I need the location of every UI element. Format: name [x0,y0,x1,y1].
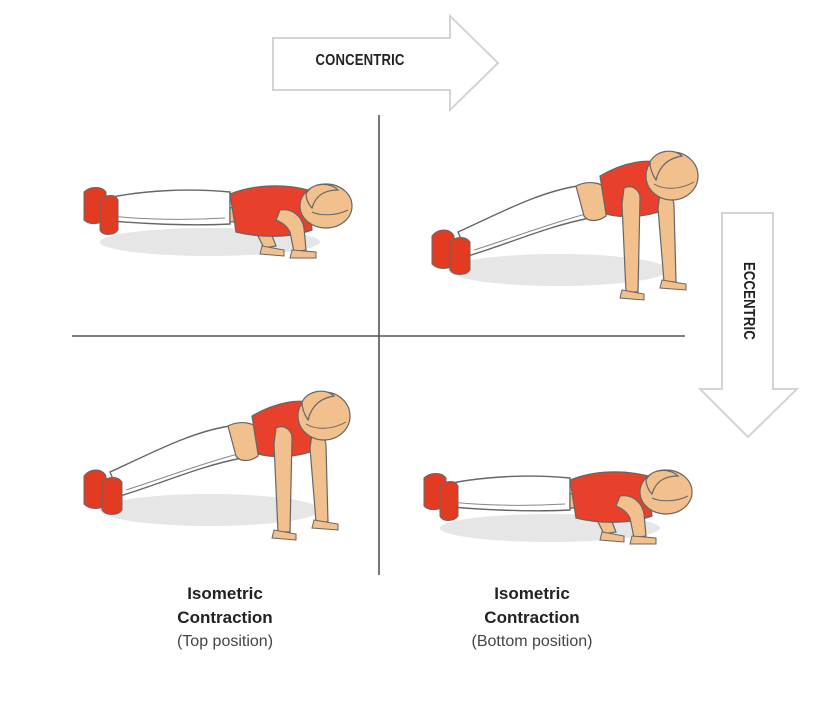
caption-line1: Isometric [187,584,263,603]
eccentric-arrow [697,212,800,439]
pushup-figure-bottom-left [83,390,351,541]
caption-bottom-position: Isometric Contraction (Bottom position) [422,582,642,654]
arrow-right-icon [272,13,500,113]
caption-line3: (Top position) [176,633,274,650]
pushup-figure-top-right [431,150,699,301]
caption-top-position: Isometric Contraction (Top position) [115,582,335,654]
eccentric-label: ECCENTRIC [740,261,757,341]
concentric-arrow [272,13,500,113]
caption-line2: Contraction [484,608,580,627]
pushup-figure-top-left [83,183,353,259]
arrow-down-icon [697,212,800,439]
caption-line2: Contraction [177,608,273,627]
pushup-figure-bottom-right [423,469,693,545]
concentric-label: CONCENTRIC [315,52,405,69]
caption-line1: Isometric [494,584,570,603]
caption-line3: (Bottom position) [471,633,593,650]
